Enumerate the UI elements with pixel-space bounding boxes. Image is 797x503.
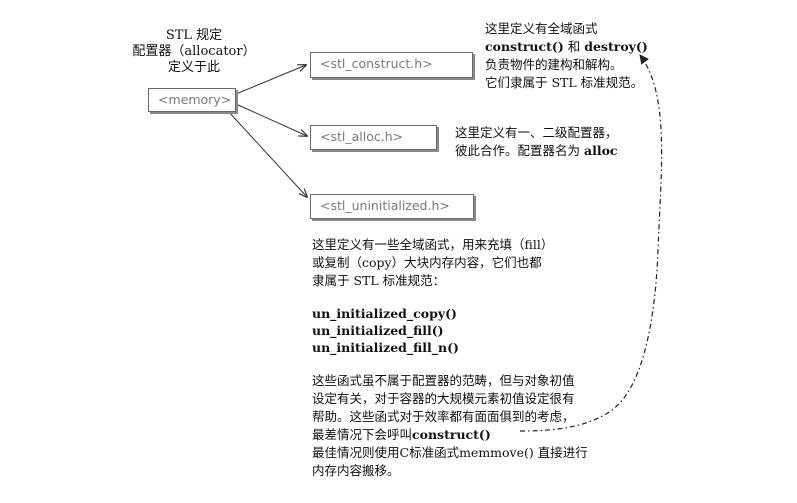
alloc-note: 这里定义有一、二级配置器， 彼此合作。配置器名为 alloc — [455, 124, 618, 160]
uninit-note-line-2: 或复制（copy）大块内存内容，它们也都 — [312, 255, 542, 270]
uninitialized-note: 这里定义有一些全域函式，用来充填（fill） 或复制（copy）大块内存内容，它… — [312, 236, 553, 290]
arrow-to-uninitialized — [227, 110, 307, 197]
title-line-1: STL 规定 — [165, 28, 223, 43]
uninit-note-line-3: 隶属于 STL 标准规范： — [312, 273, 446, 288]
construct-note-line-3: 负责物件的建构和解构。 — [485, 57, 623, 72]
construct-func: construct() — [485, 39, 564, 54]
alloc-note-line-1: 这里定义有一、二级配置器， — [455, 125, 618, 140]
stl-construct-box: <stl_construct.h> — [310, 52, 473, 78]
stl-alloc-box: <stl_alloc.h> — [310, 125, 437, 150]
func-uninitialized-copy: un_initialized_copy() — [312, 306, 457, 321]
construct-note-line-2: construct() 和 destroy() — [485, 38, 648, 56]
alloc-name: alloc — [584, 143, 618, 158]
destroy-func: destroy() — [584, 39, 648, 54]
explain-line-3: 帮助。这些函式对于效率都有面面俱到的考虑， — [312, 409, 575, 424]
explain-line-6: 内存内容搬移。 — [312, 463, 400, 478]
explain-line-1: 这些函式虽不属于配置器的范畴，但与对象初值 — [312, 373, 575, 388]
construct-note: 这里定义有全域函式 construct() 和 destroy() 负责物件的建… — [485, 20, 648, 92]
func-uninitialized-fill: un_initialized_fill() — [312, 323, 444, 338]
uninit-note-line-1: 这里定义有一些全域函式，用来充填（fill） — [312, 237, 554, 252]
explain-line-4: 最差情况下会呼叫construct() — [312, 426, 588, 444]
func-uninitialized-fill-n: un_initialized_fill_n() — [312, 340, 459, 355]
diagram-title: STL 规定 配置器（allocator） 定义于此 — [130, 28, 258, 76]
memory-header-box: <memory> — [148, 88, 236, 112]
title-line-2: 配置器（allocator） — [132, 44, 256, 59]
construct-call: construct() — [412, 427, 491, 442]
arrow-to-alloc — [235, 103, 307, 136]
explain-line-5: 最佳情况则使用C标准函式memmove() 直接进行 — [312, 445, 588, 460]
uninitialized-func-list: un_initialized_copy() un_initialized_fil… — [312, 305, 459, 356]
stl-uninitialized-box: <stl_uninitialized.h> — [310, 194, 474, 219]
uninitialized-explanation: 这些函式虽不属于配置器的范畴，但与对象初值 设定有关，对于容器的大规模元素初值设… — [312, 372, 588, 480]
title-line-3: 定义于此 — [167, 60, 220, 75]
and-word: 和 — [567, 39, 581, 54]
construct-note-line-4: 它们隶属于 STL 标准规范。 — [485, 75, 644, 90]
alloc-note-line-2: 彼此合作。配置器名为 alloc — [455, 142, 618, 160]
construct-note-line-1: 这里定义有全域函式 — [485, 21, 598, 36]
alloc-note-line-2-text: 彼此合作。配置器名为 — [455, 143, 581, 158]
explain-line-2: 设定有关，对于容器的大规模元素初值设定很有 — [312, 391, 575, 406]
explain-line-4-text: 最差情况下会呼叫 — [312, 427, 413, 442]
arrow-to-construct — [235, 65, 306, 95]
arrow-construct-reference — [519, 54, 663, 432]
